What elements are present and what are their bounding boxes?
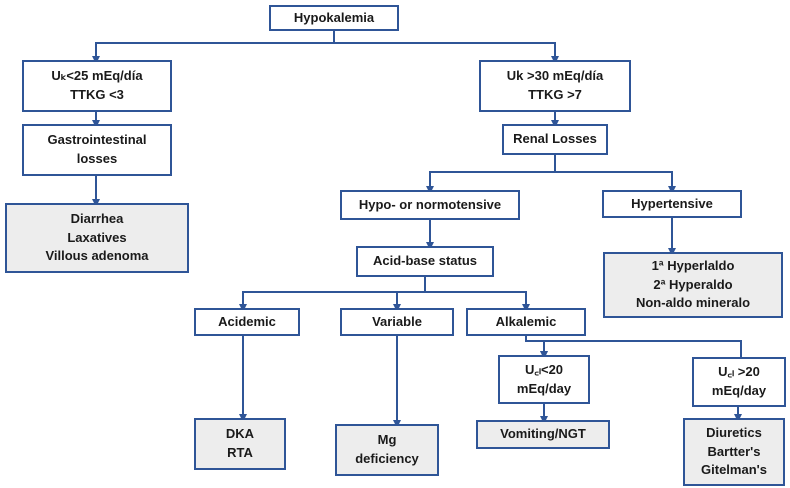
node-acid-base: Acid-base status (356, 246, 494, 277)
edge-alkalemic-split (525, 336, 742, 357)
edge-root-split (95, 30, 555, 60)
node-variable: Variable (340, 308, 454, 336)
node-vomiting: Vomiting/NGT (476, 420, 610, 449)
node-hypo-normotensive: Hypo- or normotensive (340, 190, 520, 220)
node-hypertensive: Hypertensive (602, 190, 742, 218)
node-renal-losses: Renal Losses (502, 124, 608, 155)
node-hypokalemia: Hypokalemia (269, 5, 399, 31)
node-alkalemic: Alkalemic (466, 308, 586, 336)
edge-acidbase-split (242, 277, 526, 308)
edge-renal-split (429, 155, 672, 190)
node-acidemic: Acidemic (194, 308, 300, 336)
